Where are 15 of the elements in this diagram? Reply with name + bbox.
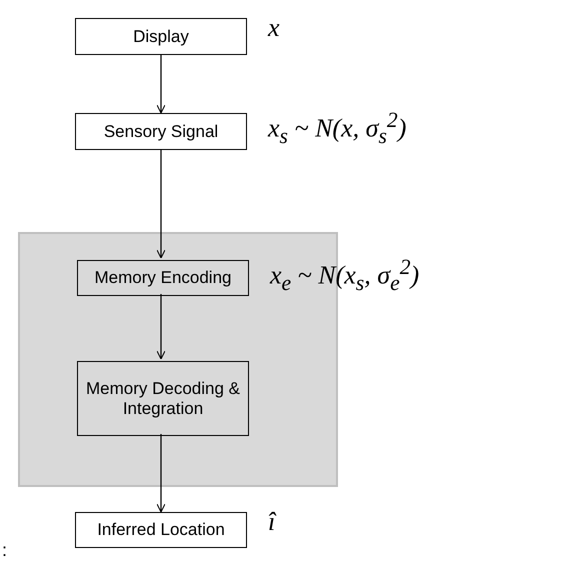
arrow xyxy=(156,434,166,513)
box-label: Sensory Signal xyxy=(102,122,220,142)
box-label: Memory Decoding & Integration xyxy=(84,378,241,418)
formula: x$_{s}$ ~ N(x, σ$_{s}$$^{2}$) xyxy=(268,108,406,149)
box-label: Inferred Location xyxy=(96,520,226,540)
arrow xyxy=(156,55,166,114)
formula: î xyxy=(268,507,276,537)
arrow xyxy=(156,294,166,360)
formula: x xyxy=(268,13,280,43)
box-label: Memory Encoding xyxy=(93,268,232,288)
box-label: Display xyxy=(132,26,190,46)
process-box xyxy=(77,361,249,436)
arrow xyxy=(156,150,166,259)
formula: x$_{e}$ ~ N(x$_{s}$, σ$_{e}$$^{2}$) xyxy=(270,255,420,296)
note-text: : xyxy=(2,540,8,561)
